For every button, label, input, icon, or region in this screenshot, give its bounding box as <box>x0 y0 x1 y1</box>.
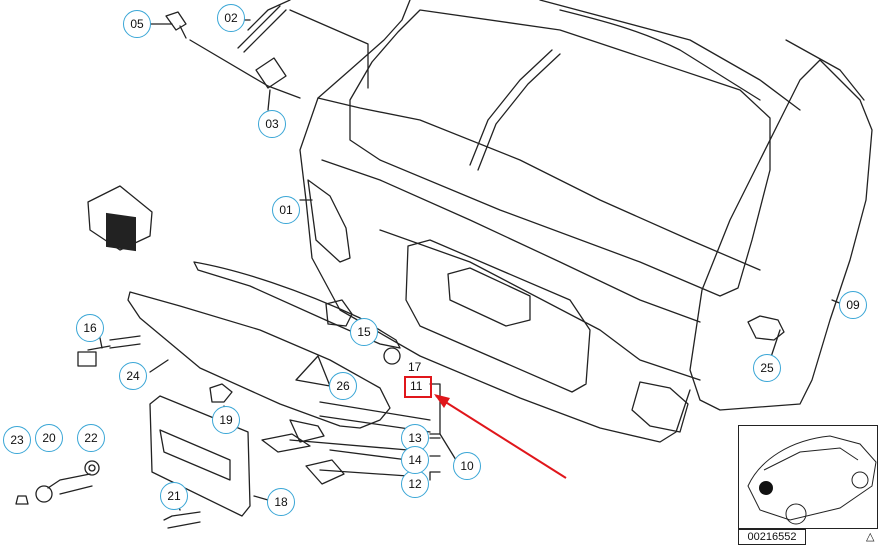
callout-25[interactable]: 25 <box>753 354 781 382</box>
inset-location-dot <box>759 481 773 495</box>
inset-car <box>747 435 877 525</box>
callout-03[interactable]: 03 <box>258 110 286 138</box>
callout-20[interactable]: 20 <box>35 424 63 452</box>
callout-01[interactable]: 01 <box>272 196 300 224</box>
plate-bracket <box>149 395 251 517</box>
gas-strut <box>237 5 287 53</box>
callout-05[interactable]: 05 <box>123 10 151 38</box>
label-11[interactable]: 11 <box>410 379 423 393</box>
callout-14[interactable]: 14 <box>401 446 429 474</box>
corner-mark: △ <box>866 531 875 543</box>
callout-09[interactable]: 09 <box>839 291 867 319</box>
plate-recess <box>405 239 591 393</box>
label-17[interactable]: 17 <box>408 360 422 374</box>
tailgate-outline <box>299 0 691 443</box>
callout-15[interactable]: 15 <box>350 318 378 346</box>
callout-16[interactable]: 16 <box>76 314 104 342</box>
rear-window <box>349 9 771 297</box>
callout-21[interactable]: 21 <box>160 482 188 510</box>
window-glass <box>689 59 873 411</box>
callout-24[interactable]: 24 <box>119 362 147 390</box>
handle-bar <box>127 291 391 429</box>
callout-23[interactable]: 23 <box>3 426 31 454</box>
callout-19[interactable]: 19 <box>212 406 240 434</box>
callout-12[interactable]: 12 <box>401 470 429 498</box>
diagram-id: 00216552 <box>738 529 806 545</box>
callout-10[interactable]: 10 <box>453 452 481 480</box>
callout-02[interactable]: 02 <box>217 4 245 32</box>
callout-26[interactable]: 26 <box>329 372 357 400</box>
callout-18[interactable]: 18 <box>267 488 295 516</box>
highlight-arrow <box>434 394 567 479</box>
location-inset <box>738 425 878 529</box>
callout-22[interactable]: 22 <box>77 424 105 452</box>
highlighted-part-11[interactable] <box>404 376 432 398</box>
